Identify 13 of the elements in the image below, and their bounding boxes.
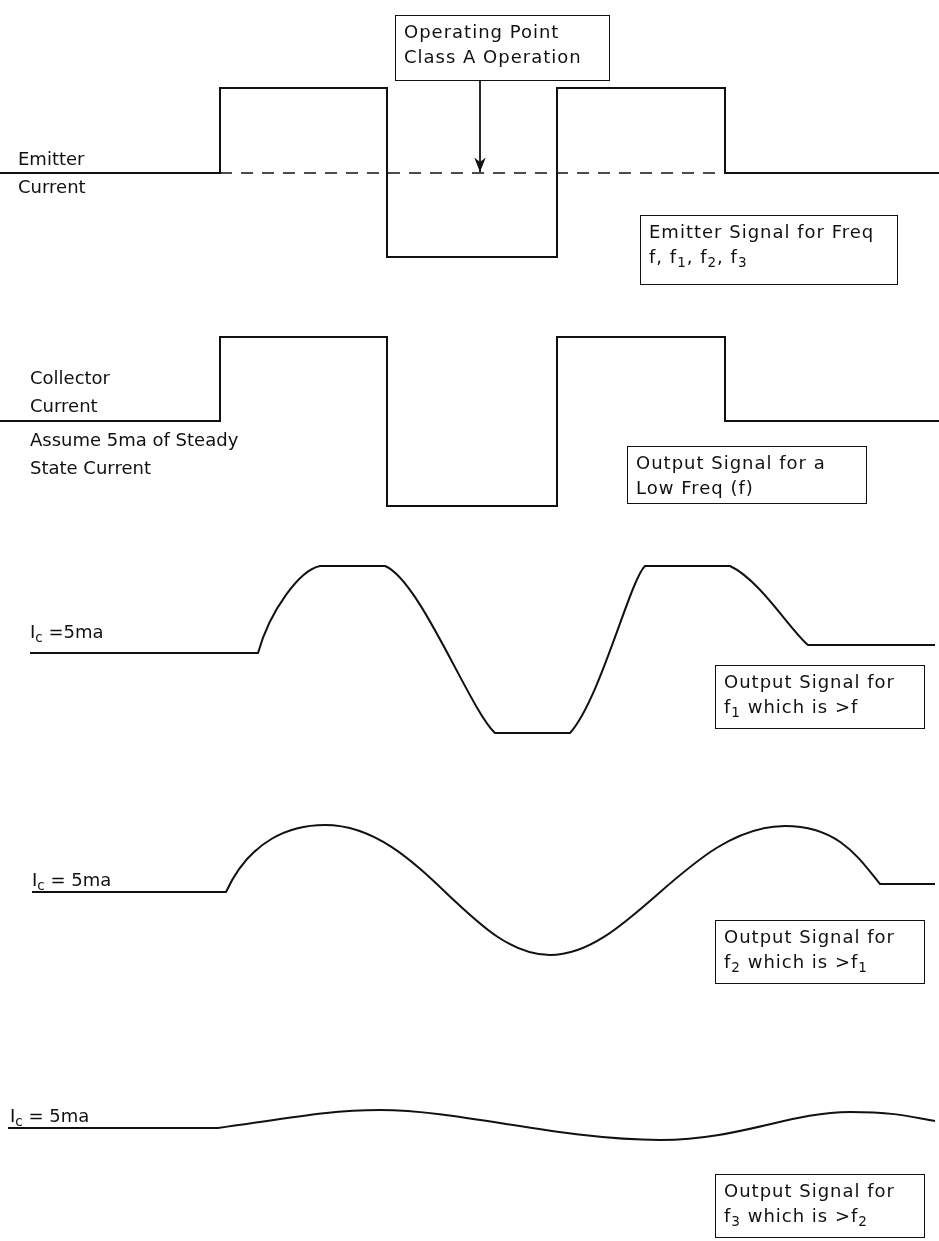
arrow (474, 80, 486, 173)
axis-label: Collector Current (30, 366, 112, 418)
current-value-label: I$_{c}$ = 5ma (10, 1104, 91, 1130)
axis-label: Emitter Current (18, 147, 87, 199)
current-value-label: I$_{c}$ =5ma (30, 620, 105, 646)
axis-label: Assume 5ma of Steady State Current (30, 428, 240, 480)
current-value-label: I$_{c}$ = 5ma (32, 868, 113, 894)
signal-label-box: Operating Point Class A Operation (395, 15, 610, 81)
signal-label-box: Output Signal for f$_{3}$ which is >f$_{2}$ (715, 1174, 925, 1238)
signal-label-box: Output Signal for f$_{1}$ which is >f (715, 665, 925, 729)
signal-label-box: Output Signal for f$_{2}$ which is >f$_{1}$ (715, 920, 925, 984)
signal-label-box: Output Signal for a Low Freq (f) (627, 446, 867, 504)
signal-label-box: Emitter Signal for Freq f, f$_{1}$, f$_{2}$, f$_{3}$ (640, 215, 898, 285)
